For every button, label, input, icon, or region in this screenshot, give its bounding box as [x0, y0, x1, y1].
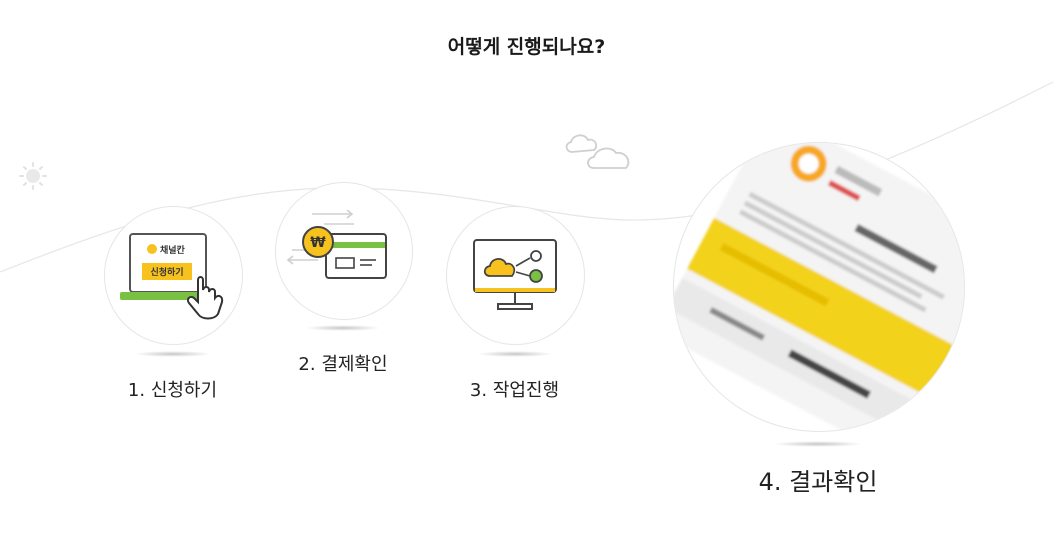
- step-4-circle: [673, 142, 965, 432]
- step-4-label: 4. 결과확인: [758, 468, 878, 496]
- step-2-shadow: [305, 325, 381, 331]
- laptop-click-icon: 채널칸 신청하기: [120, 233, 224, 320]
- step-1-label: 1. 신청하기: [127, 380, 218, 401]
- brand-name: 채널칸: [160, 244, 186, 256]
- step-3-shadow: [477, 351, 553, 357]
- result-screenshot-icon: [674, 143, 964, 431]
- svg-text:₩: ₩: [310, 235, 326, 251]
- apply-button-text: 신청하기: [150, 266, 183, 278]
- step-2-label: 2. 결제확인: [298, 354, 388, 375]
- step-3-label: 3. 작업진행: [469, 380, 560, 401]
- step-4-shadow: [773, 441, 863, 447]
- step-1-shadow: [134, 351, 212, 357]
- page-title: 어떻게 진행되나요?: [447, 36, 606, 58]
- sun-icon: [19, 162, 47, 190]
- payment-card-icon: ₩: [286, 210, 387, 279]
- cloud-icon: [565, 134, 630, 169]
- cloud-monitor-icon: [473, 239, 557, 310]
